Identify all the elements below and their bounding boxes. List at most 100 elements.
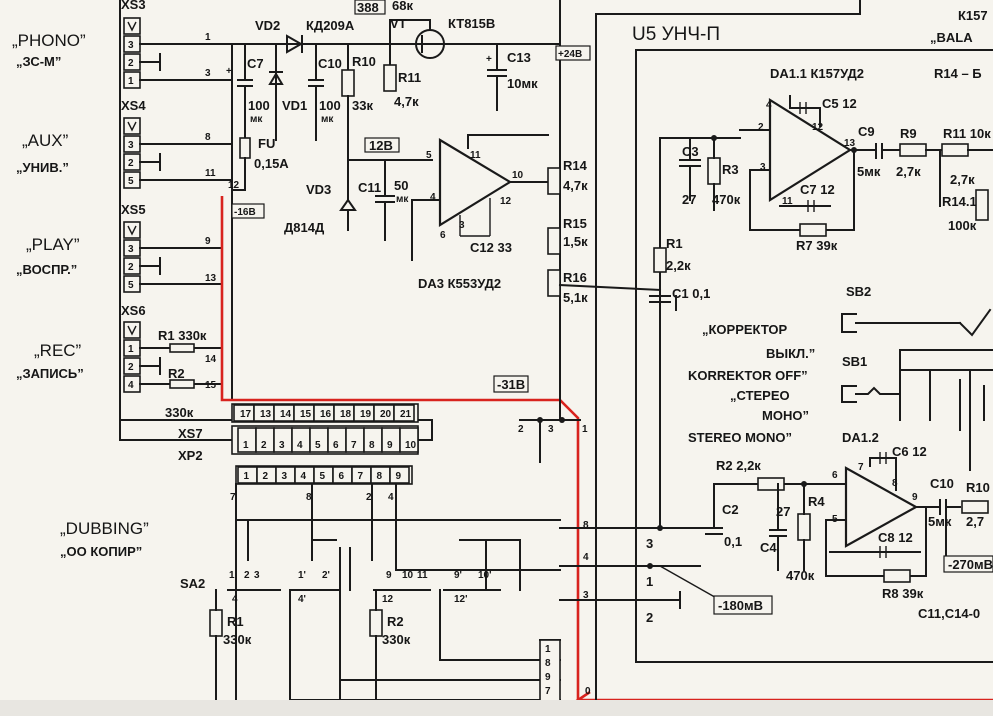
svg-text:2,7к: 2,7к [896, 164, 921, 179]
svg-text:15: 15 [205, 380, 217, 391]
svg-text:C3: C3 [682, 144, 699, 159]
svg-text:2: 2 [128, 58, 134, 69]
xs7-top-pin-label: 13 [260, 409, 272, 420]
svg-text:4: 4 [766, 100, 772, 111]
svg-text:8: 8 [892, 478, 898, 489]
svg-text:R9: R9 [900, 126, 917, 141]
xs7-pin-label: 9 [387, 440, 393, 451]
svg-text:МОНО”: МОНО” [762, 408, 809, 423]
svg-text:R1: R1 [666, 236, 683, 251]
power-supply [231, 0, 662, 401]
svg-text:DA1.1 К157УД2: DA1.1 К157УД2 [770, 66, 864, 81]
rec-sublabel: „ЗАПИСЬ” [16, 366, 84, 381]
bottom-edge [0, 700, 993, 716]
svg-text:R11: R11 [398, 70, 421, 85]
svg-text:1: 1 [128, 76, 134, 87]
svg-text:11: 11 [782, 196, 793, 207]
svg-text:1: 1 [205, 32, 211, 43]
svg-text:4,7к: 4,7к [394, 94, 419, 109]
xs7-top-pin-label: 19 [360, 409, 372, 420]
phono-label: „PHONO” [12, 31, 86, 50]
xp2-pin-label: 5 [320, 471, 326, 482]
amplifier-u5 [595, 0, 993, 716]
svg-text:7: 7 [230, 492, 236, 503]
svg-text:1: 1 [545, 644, 551, 655]
svg-text:C1 0,1: C1 0,1 [672, 286, 710, 301]
xs7-top-pin-label: 15 [300, 409, 312, 420]
xs7-top-pin-label: 21 [400, 409, 412, 420]
svg-text:8: 8 [583, 520, 589, 531]
svg-text:мк: мк [321, 114, 334, 125]
svg-text:5мк: 5мк [928, 514, 952, 529]
xs7-pin-label: 2 [261, 440, 267, 451]
svg-text:1: 1 [582, 424, 588, 435]
svg-text:SB2: SB2 [846, 284, 871, 299]
connector-xs3: XS3 3 2 1 1 3 [121, 0, 233, 89]
xs7-pin-label: 5 [315, 440, 321, 451]
svg-text:КД209А: КД209А [306, 18, 355, 33]
opamp-da12 [844, 466, 919, 548]
svg-text:11: 11 [470, 150, 481, 161]
svg-text:R3: R3 [722, 162, 739, 177]
svg-text:R4: R4 [808, 494, 825, 509]
svg-text:12: 12 [228, 180, 240, 191]
svg-text:11: 11 [417, 570, 428, 581]
xs7-pin-label: 4 [297, 440, 303, 451]
svg-text:330к: 330к [382, 632, 411, 647]
svg-text:8: 8 [306, 492, 312, 503]
svg-text:R15: R15 [563, 216, 587, 231]
svg-text:9: 9 [912, 492, 918, 503]
svg-text:27: 27 [682, 192, 696, 207]
svg-text:0,1: 0,1 [724, 534, 742, 549]
svg-text:4: 4 [128, 380, 134, 391]
connector-xs4: XS4 3 2 5 8 11 [121, 98, 233, 189]
svg-text:R14.1: R14.1 [942, 194, 977, 209]
svg-text:12: 12 [382, 594, 394, 605]
xp2-pin-label: 6 [339, 471, 345, 482]
svg-text:7: 7 [858, 462, 864, 473]
svg-text:+: + [226, 66, 232, 77]
power-labels: VD2 КД209А 388 68к VT КТ815В C7 + 100 мк… [226, 0, 591, 305]
svg-text:330к: 330к [223, 632, 252, 647]
svg-text:2: 2 [128, 262, 134, 273]
v31-label: -31В [497, 377, 525, 392]
svg-text:C11: C11 [358, 180, 381, 195]
svg-text:C4: C4 [760, 540, 777, 555]
svg-text:FU: FU [258, 136, 275, 151]
svg-text:68к: 68к [392, 0, 413, 13]
svg-text:5: 5 [426, 150, 432, 161]
svg-text:2: 2 [128, 158, 134, 169]
amplifier-labels: U5 УНЧ-П К157 „BALA DA1.1 К157УД2 R14 – … [518, 8, 993, 625]
svg-text:470к: 470к [786, 568, 815, 583]
xs7-pin-label: 8 [369, 440, 375, 451]
svg-text:SB1: SB1 [842, 354, 867, 369]
xs6-label: XS6 [121, 303, 146, 318]
svg-text:9: 9 [386, 570, 392, 581]
svg-text:C9: C9 [858, 124, 875, 139]
svg-text:12': 12' [454, 594, 468, 605]
svg-text:10': 10' [478, 570, 492, 581]
svg-text:-16В: -16В [234, 207, 256, 218]
xs7-pin-label: 6 [333, 440, 339, 451]
svg-text:14: 14 [205, 354, 217, 365]
svg-text:Д814Д: Д814Д [284, 220, 325, 235]
xp2-pin-label: 2 [263, 471, 269, 482]
connector-xs6: XS6 1 2 4 R1 330к R2 330к 14 15 [121, 303, 223, 420]
svg-text:3: 3 [205, 68, 211, 79]
svg-text:R8 39к: R8 39к [882, 586, 924, 601]
xs7-top-pin-label: 14 [280, 409, 292, 420]
svg-text:мк: мк [396, 194, 409, 205]
svg-text:STEREO MONO”: STEREO MONO” [688, 430, 792, 445]
play-sublabel: „ВОСПР.” [16, 262, 77, 277]
svg-text:3: 3 [760, 162, 766, 173]
xp2-label: XP2 [178, 448, 203, 463]
svg-text:5: 5 [832, 514, 838, 525]
svg-text:5: 5 [128, 280, 134, 291]
svg-text:„BALA: „BALA [930, 30, 973, 45]
svg-text:3: 3 [254, 570, 260, 581]
opamp-da11 [768, 98, 853, 202]
svg-text:7: 7 [545, 686, 551, 697]
svg-text:C13: C13 [507, 50, 531, 65]
xp2-pin-label: 7 [358, 471, 364, 482]
svg-text:10: 10 [512, 170, 524, 181]
